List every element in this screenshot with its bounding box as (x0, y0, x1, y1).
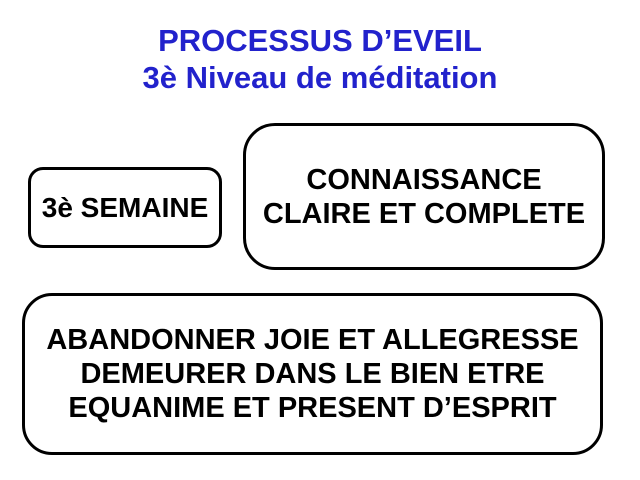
box-week-label: 3è SEMAINE (41, 191, 209, 223)
box-practice-line2: DEMEURER DANS LE BIEN ETRE (80, 358, 545, 390)
box-practice-line1: ABANDONNER JOIE ET ALLEGRESSE (46, 324, 579, 356)
slide-title: PROCESSUS D’EVEIL 3è Niveau de méditatio… (0, 22, 640, 96)
box-week: 3è SEMAINE (28, 167, 222, 248)
box-knowledge-line2: CLAIRE ET COMPLETE (262, 197, 586, 230)
box-knowledge-line1: CONNAISSANCE (306, 163, 542, 196)
box-knowledge: CONNAISSANCE CLAIRE ET COMPLETE (243, 123, 605, 270)
slide-title-line2: 3è Niveau de méditation (142, 60, 498, 95)
box-practice: ABANDONNER JOIE ET ALLEGRESSE DEMEURER D… (22, 293, 603, 455)
box-practice-line3: EQUANIME ET PRESENT D’ESPRIT (68, 392, 557, 424)
slide-title-line1: PROCESSUS D’EVEIL (158, 23, 482, 58)
